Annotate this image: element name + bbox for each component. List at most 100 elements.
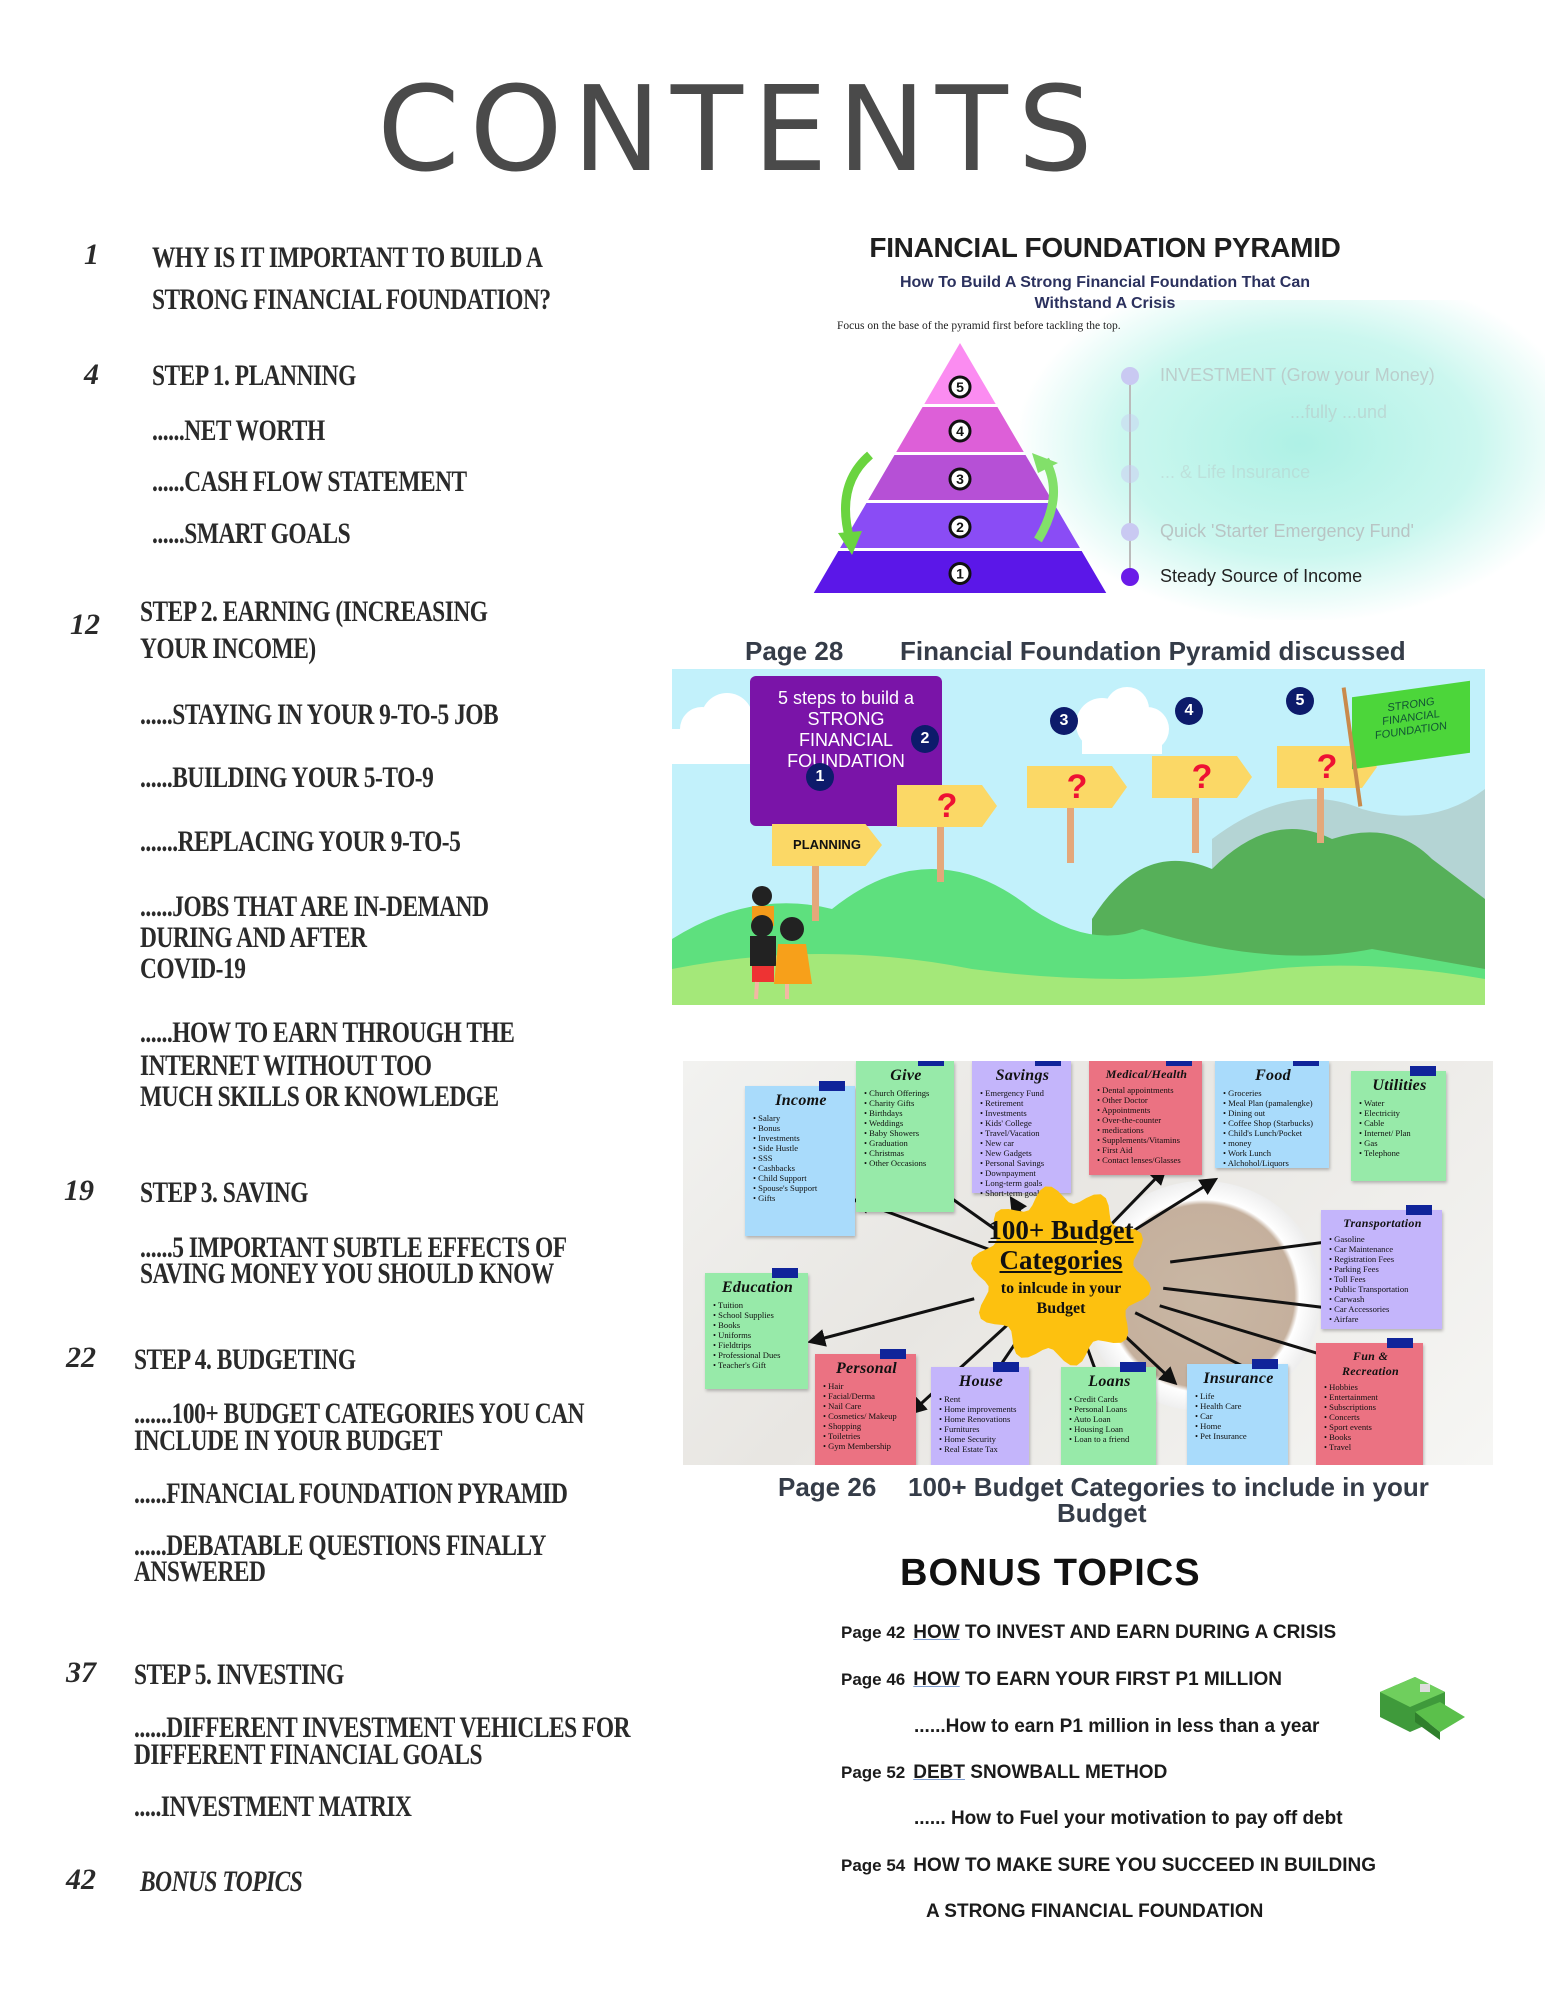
toc-sub-smart-goals[interactable]: ......SMART GOALS <box>152 517 351 550</box>
category-heading: Personal <box>835 1360 898 1377</box>
category-item: Telephone <box>1359 1148 1440 1158</box>
toc-sub-replacing[interactable]: .......REPLACING YOUR 9-TO-5 <box>140 825 461 858</box>
step-number-badge: 2 <box>911 725 939 753</box>
category-note-insurance: InsuranceLifeHealth CareCarHomePet Insur… <box>1187 1359 1288 1465</box>
category-item: Investments <box>980 1108 1065 1118</box>
bonus-item-debt-snowball[interactable]: Page 52 DEBT SNOWBALL METHOD <box>841 1762 1167 1784</box>
toc-entry-step4[interactable]: STEP 4. BUDGETING <box>134 1343 356 1376</box>
toc-sub-investment-matrix[interactable]: .....INVESTMENT MATRIX <box>134 1790 412 1823</box>
toc-sub-debatable-line2[interactable]: ANSWERED <box>134 1555 266 1588</box>
banner-line: FINANCIAL <box>798 730 894 750</box>
toc-sub-investment-vehicles-line2[interactable]: DIFFERENT FINANCIAL GOALS <box>134 1738 483 1771</box>
toc-sub-cash-flow[interactable]: ......CASH FLOW STATEMENT <box>152 465 467 498</box>
sign-post <box>1192 798 1199 853</box>
category-item: medications <box>1097 1125 1196 1135</box>
bonus-text: DEBT <box>913 1762 965 1783</box>
toc-sub-jobs-line2[interactable]: DURING AND AFTER <box>140 921 367 954</box>
money-stack-icon <box>1375 1672 1467 1749</box>
category-item: Registration Fees <box>1329 1254 1436 1264</box>
level-number: 2 <box>956 519 964 535</box>
bonus-item-succeed-line2[interactable]: A STRONG FINANCIAL FOUNDATION <box>926 1901 1264 1922</box>
toc-entry-why-important[interactable]: WHY IS IT IMPORTANT TO BUILD A <box>152 241 543 274</box>
toc-entry-why-important-line2[interactable]: STRONG FINANCIAL FOUNDATION? <box>152 283 551 316</box>
toc-sub-subtle-effects[interactable]: ......5 IMPORTANT SUBTLE EFFECTS OF <box>140 1231 567 1264</box>
toc-sub-pyramid[interactable]: ......FINANCIAL FOUNDATION PYRAMID <box>134 1477 568 1510</box>
toc-sub-subtle-effects-line2[interactable]: SAVING MONEY YOU SHOULD KNOW <box>140 1257 554 1290</box>
level-number: 1 <box>956 566 964 582</box>
sign-post <box>937 827 944 882</box>
category-item: Subscriptions <box>1324 1402 1417 1412</box>
toc-entry-step3[interactable]: STEP 3. SAVING <box>140 1176 308 1209</box>
category-item: Meal Plan (pamalengke) <box>1223 1098 1323 1108</box>
toc-sub-net-worth[interactable]: ......NET WORTH <box>152 414 325 447</box>
bonus-sub-million-year[interactable]: ......How to earn P1 million in less tha… <box>914 1716 1320 1737</box>
category-item: Groceries <box>1223 1088 1323 1098</box>
bonus-page: Page 52 <box>841 1763 906 1782</box>
category-item: Graduation <box>864 1138 948 1148</box>
toc-sub-jobs[interactable]: ......JOBS THAT ARE IN-DEMAND <box>140 890 489 923</box>
category-item: Sport events <box>1324 1422 1417 1432</box>
level-number: 5 <box>956 379 964 395</box>
toc-entry-step2-line2[interactable]: YOUR INCOME) <box>140 632 316 665</box>
category-item: Concerts <box>1324 1412 1417 1422</box>
toc-sub-jobs-line3[interactable]: COVID-19 <box>140 952 246 985</box>
tape-decoration <box>1120 1362 1146 1372</box>
category-item: Bonus <box>753 1123 849 1133</box>
toc-sub-internet-line2[interactable]: INTERNET WITHOUT TOO <box>140 1049 432 1082</box>
toc-sub-budget-categories[interactable]: .......100+ BUDGET CATEGORIES YOU CAN <box>134 1397 584 1430</box>
category-note-give: GiveChurch OfferingsCharity GiftsBirthda… <box>856 1061 954 1212</box>
category-item: Dental appointments <box>1097 1085 1196 1095</box>
category-item: Entertainment <box>1324 1392 1417 1402</box>
category-heading: House <box>958 1373 1004 1390</box>
category-item: Books <box>713 1320 802 1330</box>
step-number-badge: 4 <box>1175 697 1203 725</box>
bonus-page: Page 42 <box>841 1623 906 1642</box>
pyramid-focus-note: Focus on the base of the pyramid first b… <box>837 320 1121 332</box>
bonus-text: SNOWBALL METHOD <box>965 1762 1168 1783</box>
toc-entry-step2[interactable]: STEP 2. EARNING (INCREASING <box>140 595 488 628</box>
badge-title: 100+ Budget <box>988 1215 1134 1245</box>
toc-sub-budget-categories-line2[interactable]: INCLUDE IN YOUR BUDGET <box>134 1424 443 1457</box>
category-item: Real Estate Tax <box>939 1444 1023 1454</box>
toc-sub-investment-vehicles[interactable]: ......DIFFERENT INVESTMENT VEHICLES FOR <box>134 1711 631 1744</box>
category-item: Teacher's Gift <box>713 1360 802 1370</box>
toc-sub-debatable[interactable]: ......DEBATABLE QUESTIONS FINALLY <box>134 1529 546 1562</box>
toc-sub-staying[interactable]: ......STAYING IN YOUR 9-TO-5 JOB <box>140 698 499 731</box>
toc-page-number: 1 <box>84 238 99 271</box>
toc-sub-internet[interactable]: ......HOW TO EARN THROUGH THE <box>140 1016 515 1049</box>
category-item: Emergency Fund <box>980 1088 1065 1098</box>
category-heading: Food <box>1255 1067 1291 1084</box>
badge-subtitle: to inlcude in your <box>1000 1280 1122 1297</box>
category-item: Over-the-counter <box>1097 1115 1196 1125</box>
category-item: Parking Fees <box>1329 1264 1436 1274</box>
category-item: Personal Loans <box>1069 1404 1150 1414</box>
toc-entry-bonus-topics[interactable]: BONUS TOPICS <box>140 1865 303 1898</box>
tape-decoration <box>819 1081 845 1091</box>
category-item: Birthdays <box>864 1108 948 1118</box>
arrow-head <box>838 531 862 555</box>
category-item: Carwash <box>1329 1294 1436 1304</box>
category-item: Pet Insurance <box>1195 1431 1282 1441</box>
toc-entry-step5[interactable]: STEP 5. INVESTING <box>134 1658 344 1691</box>
category-note-transportation: TransportationGasolineCar MaintenanceReg… <box>1321 1205 1442 1329</box>
cycle-arrow-left <box>841 451 874 542</box>
toc-sub-internet-line3[interactable]: MUCH SKILLS OR KNOWLEDGE <box>140 1080 499 1113</box>
toc-sub-building[interactable]: ......BUILDING YOUR 5-TO-9 <box>140 761 434 794</box>
category-heading: Savings <box>995 1067 1050 1084</box>
center-badge: 100+ Budget Categories to inlcude in you… <box>966 1181 1156 1370</box>
toc-page-number: 42 <box>66 1863 96 1896</box>
category-item: Travel <box>1324 1442 1417 1452</box>
bonus-sub-fuel-motivation[interactable]: ...... How to Fuel your motivation to pa… <box>914 1808 1343 1829</box>
glow-background <box>1020 300 1545 620</box>
category-heading: Medical/Health <box>1105 1067 1188 1081</box>
category-item: Supplements/Vitamins <box>1097 1135 1196 1145</box>
category-item: School Supplies <box>713 1310 802 1320</box>
category-item: Car Maintenance <box>1329 1244 1436 1254</box>
bonus-topics-heading: BONUS TOPICS <box>900 1552 1201 1594</box>
toc-entry-step1[interactable]: STEP 1. PLANNING <box>152 359 356 392</box>
category-item: Internet/ Plan <box>1359 1128 1440 1138</box>
bonus-text: TO EARN YOUR FIRST P1 MILLION <box>959 1669 1283 1690</box>
